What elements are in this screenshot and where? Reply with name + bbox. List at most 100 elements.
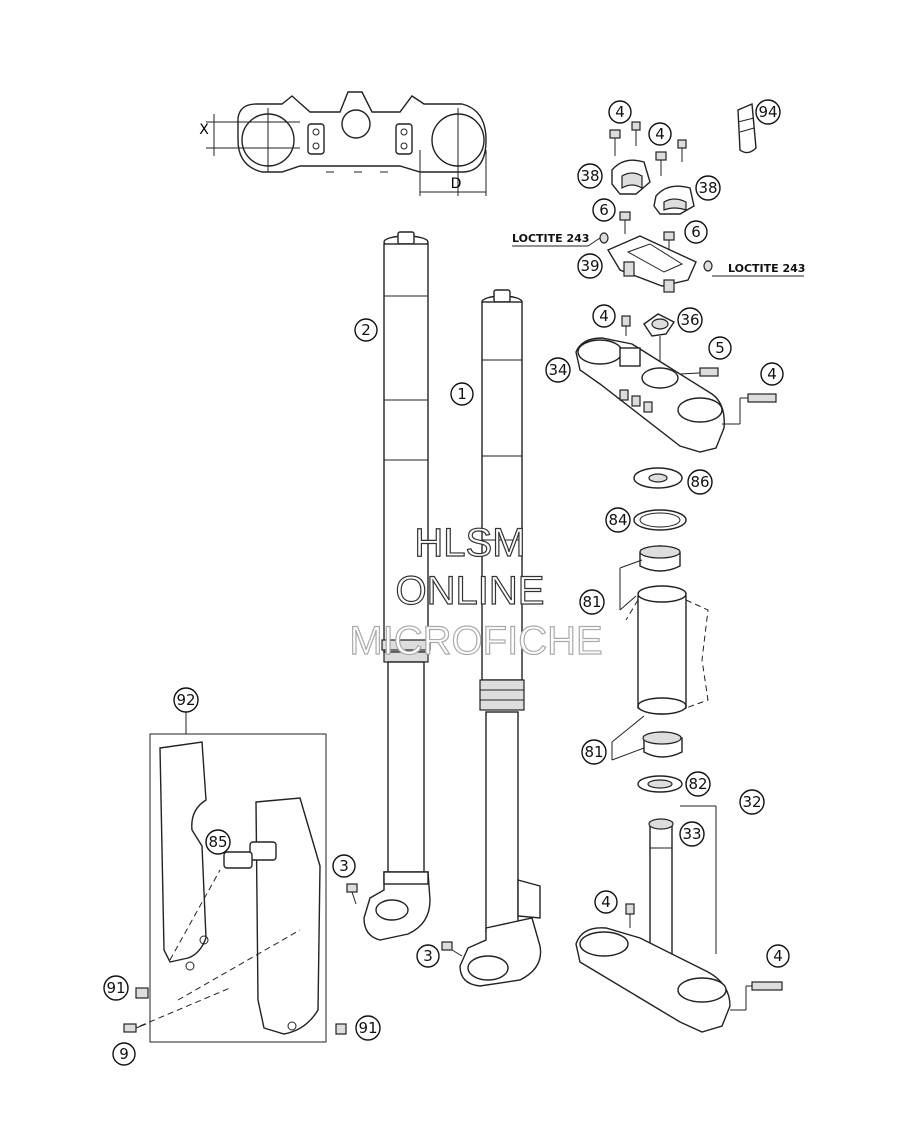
callout-number: 4: [615, 103, 625, 121]
callout-c4b: 4: [648, 122, 672, 146]
callout-c3b: 3: [416, 944, 440, 968]
callout-circle: [708, 336, 732, 360]
callout-number: 94: [758, 103, 777, 121]
callout-circle: [760, 362, 784, 386]
callout-number: 91: [106, 979, 125, 997]
callout-circle: [205, 829, 231, 855]
callout-circle: [685, 771, 711, 797]
callout-circle: [605, 507, 631, 533]
loctite-note-left: LOCTITE 243: [512, 232, 589, 245]
fork-leg-left: [363, 231, 431, 941]
dimension-d-label: D: [451, 176, 462, 192]
callout-c4d: 4: [760, 362, 784, 386]
bolt-3-upper: [346, 883, 358, 905]
watermark-line-2: ONLINE: [396, 569, 545, 613]
bolt-91-left: [135, 987, 149, 999]
bolts-6: [599, 211, 713, 272]
callout-number: 38: [698, 179, 717, 197]
seal-ring-84: [633, 509, 687, 531]
dimension-x-label: X: [199, 122, 209, 138]
callout-circle: [684, 220, 708, 244]
callout-c9: 9: [112, 1042, 136, 1066]
dust-seal-86: [633, 467, 683, 489]
callout-number: 33: [682, 825, 701, 843]
callout-number: 4: [655, 125, 665, 143]
upper-triple-clamp: [575, 313, 777, 453]
callout-number: 3: [339, 857, 349, 875]
bearing-81-upper: [619, 545, 681, 611]
bolt-3-lower: [441, 941, 463, 957]
fork-leg-right: [459, 289, 542, 987]
callout-c91a: 91: [103, 975, 129, 1001]
callout-circle: [687, 469, 713, 495]
callout-circle: [112, 1042, 136, 1066]
callout-number: 3: [423, 947, 433, 965]
callout-c6a: 6: [592, 198, 616, 222]
lower-triple-clamp: [575, 805, 783, 1033]
callout-number: 85: [208, 833, 227, 851]
callout-c82: 82: [685, 771, 711, 797]
callout-c4c: 4: [592, 304, 616, 328]
callout-circle: [679, 821, 705, 847]
callout-circle: [581, 739, 607, 765]
callout-circle: [739, 789, 765, 815]
handlebar-clamp-upper-left: [611, 159, 651, 195]
callout-circle: [545, 357, 571, 383]
callout-c84: 84: [605, 507, 631, 533]
callout-number: 81: [584, 743, 603, 761]
callout-c39: 39: [577, 253, 603, 279]
callout-c38b: 38: [695, 175, 721, 201]
clamp-dimension-detail: X D: [199, 91, 487, 196]
callout-c86: 86: [687, 469, 713, 495]
callout-number: 38: [580, 167, 599, 185]
callout-number: 32: [742, 793, 761, 811]
callout-c92: 92: [173, 687, 199, 713]
callout-number: 82: [688, 775, 707, 793]
bolts-4-top: [609, 121, 687, 176]
callout-number: 84: [608, 511, 627, 529]
handlebar-mount-39: [606, 235, 697, 293]
callout-c34: 34: [545, 357, 571, 383]
watermark-line-1: HLSM: [414, 521, 525, 565]
callout-number: 91: [358, 1019, 377, 1037]
callout-c81a: 81: [579, 589, 605, 615]
callout-circle: [416, 944, 440, 968]
callout-c91b: 91: [355, 1015, 381, 1041]
callout-circle: [577, 163, 603, 189]
callout-circle: [103, 975, 129, 1001]
callout-number: 86: [690, 473, 709, 491]
screw-9: [123, 1023, 147, 1033]
fork-guard-group: [139, 712, 327, 1043]
callout-c33: 33: [679, 821, 705, 847]
callout-circle: [450, 382, 474, 406]
callout-circle: [354, 318, 378, 342]
callout-circle: [579, 589, 605, 615]
callout-number: 1: [457, 385, 467, 403]
callout-circle: [755, 99, 781, 125]
callout-number: 36: [680, 311, 699, 329]
callout-c32: 32: [739, 789, 765, 815]
callout-circle: [592, 304, 616, 328]
callout-c85: 85: [205, 829, 231, 855]
callout-circle: [594, 890, 618, 914]
callout-number: 9: [119, 1045, 129, 1063]
steering-head-tube: [625, 585, 709, 715]
callout-number: 4: [599, 307, 609, 325]
callout-circle: [592, 198, 616, 222]
callout-circle: [608, 100, 632, 124]
callout-number: 39: [580, 257, 599, 275]
handlebar-clamp-upper-right: [653, 185, 695, 215]
callout-c4a: 4: [608, 100, 632, 124]
callout-number: 4: [601, 893, 611, 911]
callout-circle: [173, 687, 199, 713]
callout-c81b: 81: [581, 739, 607, 765]
callout-c38a: 38: [577, 163, 603, 189]
callout-number: 2: [361, 321, 371, 339]
callout-circle: [332, 854, 356, 878]
callout-number: 81: [582, 593, 601, 611]
seal-82: [637, 775, 683, 793]
watermark: HLSM ONLINE MICROFICHE: [349, 520, 604, 663]
callout-number: 34: [548, 361, 567, 379]
